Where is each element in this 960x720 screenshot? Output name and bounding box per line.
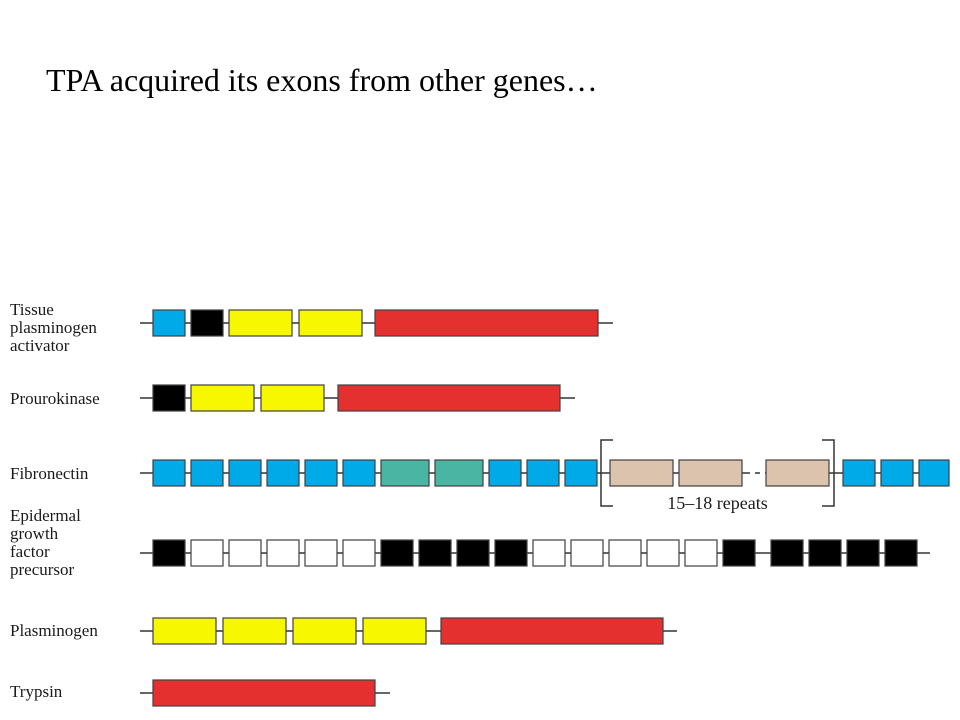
gene-label-tpa: Tissue plasminogen activator [10,301,97,355]
exon-blue [190,459,224,487]
exon-black [770,539,804,567]
gene-label-plasminogen: Plasminogen [10,622,98,640]
exon-blue [880,459,914,487]
exon-yellow [228,309,293,337]
exon-black [418,539,452,567]
exon-white [684,539,718,567]
exon-black [494,539,528,567]
exon-blue [152,309,186,337]
exon-red [152,679,376,707]
gene-label-line: activator [10,336,70,355]
exon-blue [342,459,376,487]
exon-blue [842,459,876,487]
exon-blue [228,459,262,487]
exon-yellow [190,384,255,412]
gene-label-line: growth [10,524,59,543]
exon-blue [152,459,186,487]
gene-label-prourokinase: Prourokinase [10,390,100,408]
exon-yellow [362,617,427,645]
exon-red [374,309,599,337]
gene-label-line: factor [10,542,50,561]
exon-black [722,539,756,567]
exon-yellow [260,384,325,412]
exon-black [456,539,490,567]
exon-white [608,539,642,567]
exon-tan [765,459,830,487]
slide-title: TPA acquired its exons from other genes… [46,62,598,98]
gene-label-line: precursor [10,560,75,579]
exon-tan [678,459,743,487]
gene-label-line: Epidermal [10,506,81,525]
exon-white [266,539,300,567]
gene-label-line: Tissue [10,300,54,319]
exon-white [570,539,604,567]
exon-white [190,539,224,567]
exon-yellow [152,617,217,645]
gene-label-line: plasminogen [10,318,97,337]
gene-label-line: Fibronectin [10,464,89,483]
exon-teal [434,459,484,487]
exon-teal [380,459,430,487]
exon-black [884,539,918,567]
exon-white [646,539,680,567]
exon-yellow [222,617,287,645]
exon-red [337,384,561,412]
gene-label-line: Trypsin [10,682,63,701]
exon-black [808,539,842,567]
exon-blue [266,459,300,487]
gene-label-line: Prourokinase [10,389,100,408]
exon-white [228,539,262,567]
exon-blue [488,459,522,487]
repeat-bracket-left [600,439,613,507]
repeat-bracket-right [822,439,835,507]
gene-label-egf-precursor: Epidermal growth factor precursor [10,507,81,579]
exon-black [152,539,186,567]
exon-blue [526,459,560,487]
exon-white [342,539,376,567]
exon-yellow [298,309,363,337]
exon-white [304,539,338,567]
gene-label-fibronectin: Fibronectin [10,465,88,483]
exon-red [440,617,664,645]
exon-yellow [292,617,357,645]
exon-black [846,539,880,567]
exon-blue [564,459,598,487]
exon-black [190,309,224,337]
exon-blue [918,459,950,487]
exon-tan [609,459,674,487]
gene-label-line: Plasminogen [10,621,98,640]
gene-label-trypsin: Trypsin [10,683,62,701]
exon-black [380,539,414,567]
exon-white [532,539,566,567]
exon-black [152,384,186,412]
repeat-annotation-label: 15–18 repeats [667,493,767,513]
exon-blue [304,459,338,487]
